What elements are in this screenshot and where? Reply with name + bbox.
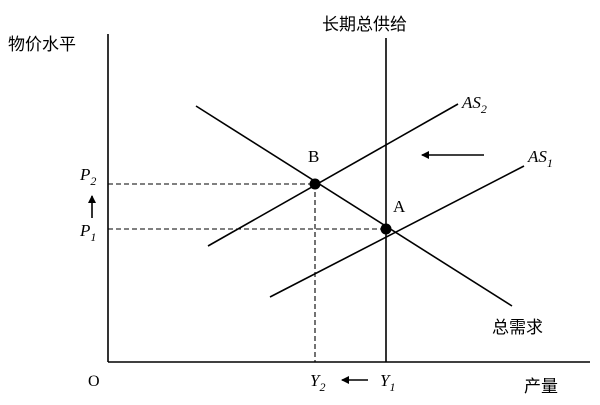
as1-curve (269, 165, 525, 298)
p2-label: P2 (79, 165, 96, 188)
point-b-label: B (308, 147, 319, 166)
x-axis-label: 产量 (524, 377, 558, 397)
y2-label: Y2 (310, 371, 325, 394)
point-a-label: A (393, 197, 406, 216)
lras-label: 长期总供给 (322, 15, 407, 35)
ad-curve (195, 105, 513, 307)
p1-label: P1 (79, 221, 96, 244)
as2-label: AS2 (461, 93, 487, 116)
y-axis-label: 物价水平 (8, 35, 76, 55)
point-a (380, 223, 392, 235)
origin-label: O (88, 373, 100, 390)
y1-label: Y1 (380, 371, 395, 394)
point-b (309, 178, 321, 190)
as1-label: AS1 (527, 147, 553, 170)
as2-curve (207, 103, 459, 247)
ad-label: 总需求 (492, 318, 543, 338)
